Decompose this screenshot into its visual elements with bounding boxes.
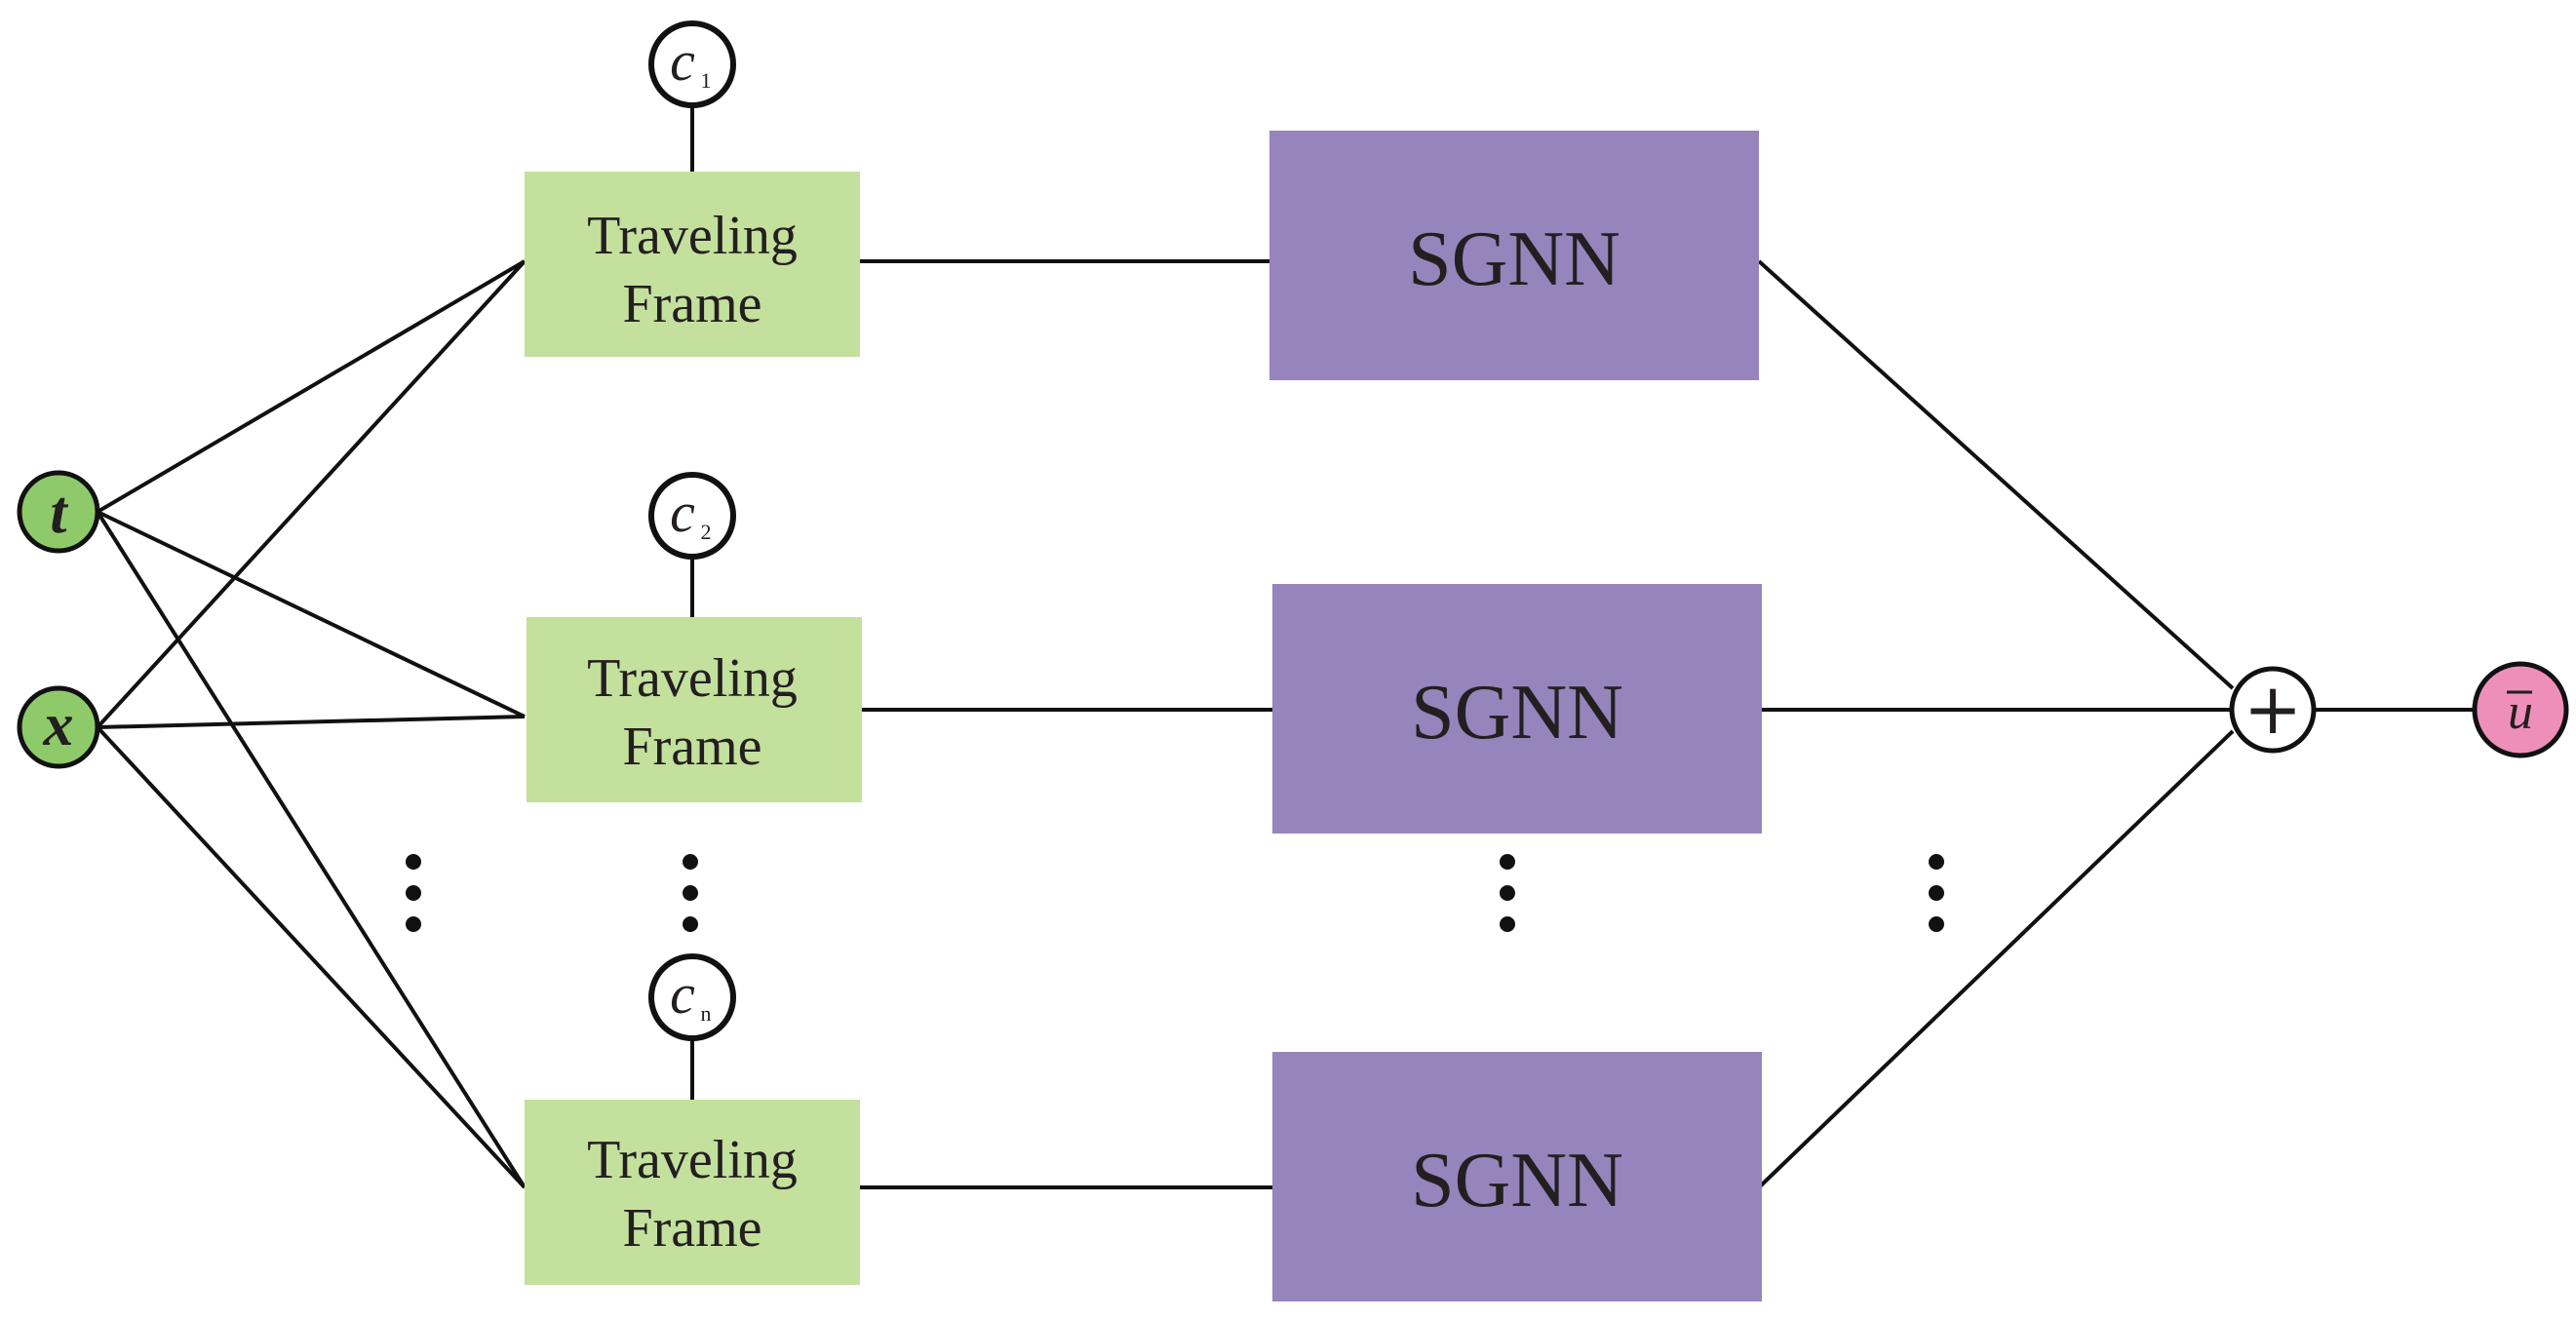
c-node-2-sub: 2 (701, 520, 712, 544)
sum-node-circle (2229, 666, 2317, 754)
ellipsis-column-sum (1929, 854, 1944, 932)
output-node: u (2472, 661, 2569, 758)
c-node-n-circle (648, 953, 736, 1041)
ellipsis-column-inputs (406, 854, 421, 932)
sum-symbol: + (2244, 668, 2302, 750)
ellipsis-dot (1500, 885, 1515, 901)
c-node-n-main: c (670, 962, 695, 1026)
sgnn-block-2: SGNN (1272, 584, 1762, 834)
sgnn-block-1: SGNN (1269, 131, 1759, 380)
ellipsis-dot (406, 885, 421, 901)
sgnn-label-3: SGNN (1411, 1138, 1623, 1223)
edge-t-frame1 (96, 259, 527, 514)
edge-x-frame3 (96, 725, 527, 1189)
frame-box-3 (525, 1100, 860, 1285)
ellipsis-column-frames (683, 854, 698, 932)
sgnn-box-1 (1269, 131, 1759, 380)
edge-sgnn3-sum (1757, 729, 2235, 1189)
traveling-frame-2: Traveling Frame (527, 617, 862, 802)
frame-box-2 (527, 617, 862, 802)
traveling-frame-1: Traveling Frame (525, 172, 860, 357)
frame-label-1-line1: Traveling (587, 206, 798, 266)
input-label-t: t (50, 480, 68, 546)
ellipsis-dot (1929, 885, 1944, 901)
c-node-1: c 1 (648, 20, 736, 108)
c-node-2-main: c (670, 481, 695, 544)
frame-label-3-line1: Traveling (587, 1130, 798, 1190)
edge-t-frame2 (97, 510, 526, 718)
output-label: u (2508, 684, 2533, 740)
c-node-1-circle (648, 20, 736, 108)
c-node-2-circle (648, 472, 736, 560)
frame-label-2-line1: Traveling (587, 648, 798, 709)
input-node-t-circle (17, 470, 100, 554)
input-node-t: t (17, 470, 100, 554)
sgnn-box-3 (1272, 1052, 1762, 1301)
frame-label-3-line2: Frame (622, 1198, 761, 1259)
ellipsis-dot (1929, 916, 1944, 932)
edge-x-frame2 (97, 715, 526, 729)
frame-box-1 (525, 172, 860, 357)
ellipsis-column-sgnn (1500, 854, 1515, 932)
edge-t-frame3 (96, 510, 527, 1189)
edge-sgnn1-sum (1757, 259, 2235, 690)
sgnn-label-2: SGNN (1411, 670, 1623, 756)
sgnn-sum-edges (1757, 259, 2473, 1189)
ellipsis-dot (1929, 854, 1944, 870)
c-node-n: c n (648, 953, 736, 1041)
c-node-1-main: c (670, 29, 695, 93)
traveling-frame-3: Traveling Frame (525, 1100, 860, 1285)
sgnn-label-1: SGNN (1408, 216, 1620, 302)
c-node-2: c 2 (648, 472, 736, 560)
ellipsis-dot (683, 916, 698, 932)
input-edges (96, 259, 527, 1189)
ellipsis-dot (1500, 916, 1515, 932)
ellipsis-dot (406, 916, 421, 932)
sum-node: + (2229, 666, 2317, 754)
frame-sgnn-edges (860, 259, 1272, 1189)
input-node-x-circle (17, 685, 100, 769)
c-node-1-sub: 1 (701, 68, 712, 93)
edge-x-frame1 (96, 259, 527, 729)
input-label-x: x (43, 692, 74, 758)
sgnn-box-2 (1272, 584, 1762, 834)
ellipsis-dot (683, 885, 698, 901)
ellipsis-dot (1500, 854, 1515, 870)
frame-label-2-line2: Frame (622, 717, 761, 777)
ellipsis-dot (406, 854, 421, 870)
frame-label-1-line2: Frame (622, 274, 761, 334)
sgnn-block-3: SGNN (1272, 1052, 1762, 1301)
ellipsis-dot (683, 854, 698, 870)
output-node-circle (2472, 661, 2569, 758)
input-node-x: x (17, 685, 100, 769)
c-node-n-sub: n (701, 1001, 712, 1026)
